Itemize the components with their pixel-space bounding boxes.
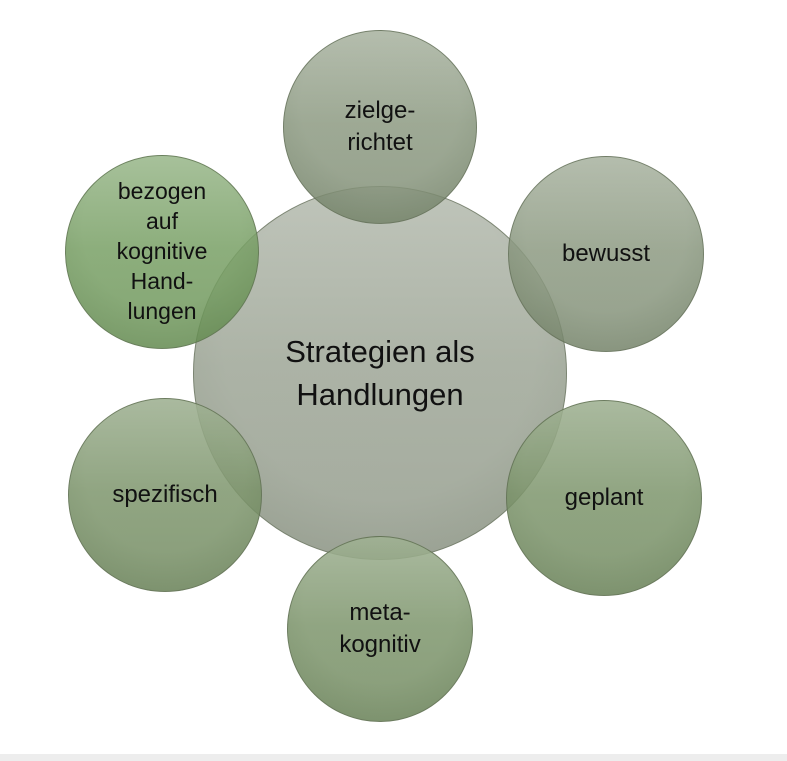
bottom-page-edge	[0, 754, 787, 761]
node-zielgerichtet: zielge- richtet	[283, 30, 477, 224]
node-bezogen-label: bezogen auf kognitive Hand- lungen	[116, 178, 208, 324]
node-metakognitiv: meta- kognitiv	[287, 536, 473, 722]
node-geplant-label: geplant	[564, 484, 644, 512]
node-bezogen-auf-kognitive-handlungen: bezogen auf kognitive Hand- lungen	[65, 155, 259, 349]
node-bewusst: bewusst	[508, 156, 704, 352]
node-spezifisch: spezifisch	[68, 398, 262, 592]
node-spezifisch-label: spezifisch	[112, 481, 218, 509]
node-zielgerichtet-label: zielge- richtet	[344, 97, 416, 156]
node-geplant: geplant	[506, 400, 702, 596]
node-bewusst-label: bewusst	[561, 240, 651, 268]
node-metakognitiv-label: meta- kognitiv	[339, 599, 421, 658]
node-center-label: Strategien als Handlungen	[285, 333, 475, 412]
